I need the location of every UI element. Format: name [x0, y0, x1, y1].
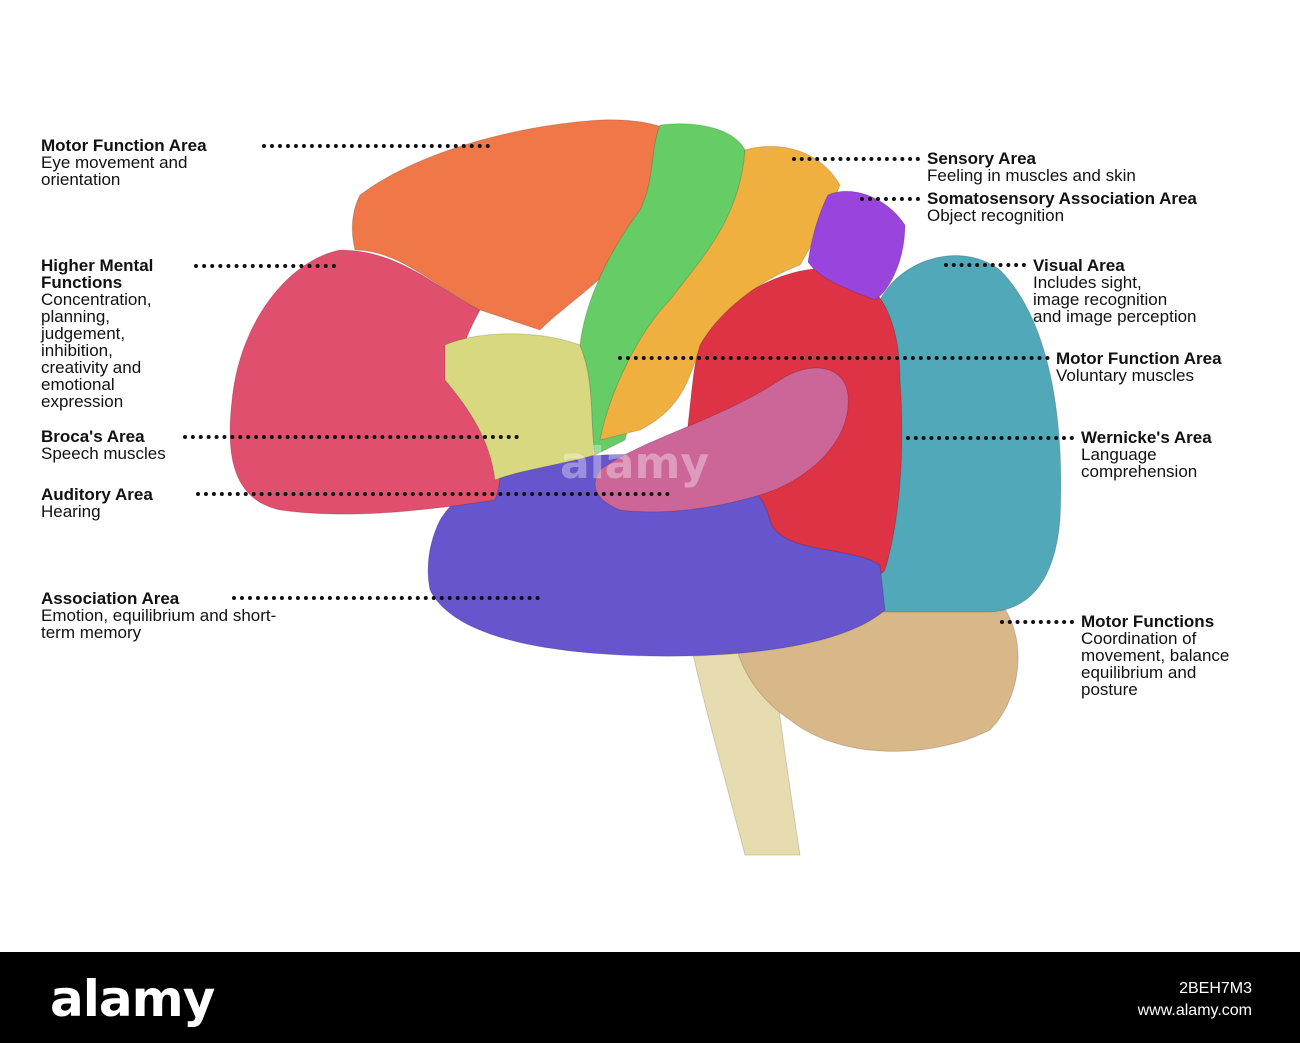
- footer-image-id: 2BEH7M3: [1179, 980, 1252, 997]
- label-higher-mental-desc-7: expression: [41, 392, 124, 411]
- label-wernicke-desc-1: Language: [1081, 445, 1157, 464]
- label-motor-functions-desc-2: movement, balance: [1081, 646, 1230, 665]
- label-association-desc-1: Emotion, equilibrium and short-: [41, 606, 277, 625]
- label-motor-functions-desc-1: Coordination of: [1081, 629, 1197, 648]
- leader-association: [232, 596, 540, 600]
- leader-visual: [944, 263, 1026, 267]
- leader-wernicke: [906, 436, 1074, 440]
- label-visual: Visual Area Includes sight, image recogn…: [1033, 257, 1197, 325]
- label-higher-mental-desc-1: Concentration,: [41, 290, 152, 309]
- label-association-desc-2: term memory: [41, 623, 142, 642]
- leader-auditory: [196, 492, 670, 496]
- label-motor-voluntary: Motor Function Area Voluntary muscles: [1056, 350, 1222, 384]
- label-motor-functions-desc-3: equilibrium and: [1081, 663, 1197, 682]
- label-motor-eye: Motor Function Area Eye movement and ori…: [41, 137, 207, 188]
- label-motor-functions: Motor Functions Coordination of movement…: [1081, 613, 1229, 698]
- footer-url: www.alamy.com: [1137, 1002, 1252, 1019]
- label-motor-voluntary-desc-1: Voluntary muscles: [1056, 366, 1194, 385]
- leader-motor-functions: [1000, 620, 1074, 624]
- label-visual-desc-1: Includes sight,: [1033, 273, 1142, 292]
- label-motor-eye-desc-1: Eye movement and: [41, 153, 188, 172]
- label-wernicke: Wernicke's Area Language comprehension: [1081, 429, 1212, 480]
- label-broca-title: Broca's Area: [41, 427, 145, 446]
- label-higher-mental-desc-3: judgement,: [41, 324, 126, 343]
- label-somatosensory: Somatosensory Association Area Object re…: [927, 190, 1197, 224]
- label-visual-desc-2: image recognition: [1033, 290, 1168, 309]
- insula-region: [594, 367, 849, 513]
- brain-diagram: alamy Motor Function Area Eye movement a…: [41, 119, 1229, 856]
- label-broca-desc-1: Speech muscles: [41, 444, 166, 463]
- label-higher-mental-desc-6: emotional: [41, 375, 115, 394]
- label-motor-eye-desc-2: orientation: [41, 170, 121, 189]
- somatosensory-region: [807, 190, 906, 301]
- label-broca: Broca's Area Speech muscles: [41, 428, 166, 462]
- label-motor-functions-title: Motor Functions: [1081, 612, 1215, 631]
- label-higher-mental-title-1: Higher Mental: [41, 256, 154, 275]
- label-somatosensory-desc-1: Object recognition: [927, 206, 1065, 225]
- primary-sensory-region: [599, 145, 841, 441]
- label-visual-desc-3: and image perception: [1033, 307, 1197, 326]
- footer-logo: alamy: [50, 970, 215, 1028]
- label-higher-mental-desc-5: creativity and: [41, 358, 142, 377]
- label-higher-mental-desc-2: planning,: [41, 307, 111, 326]
- leader-sensory: [792, 157, 920, 161]
- label-motor-functions-desc-4: posture: [1081, 680, 1138, 699]
- leader-broca: [183, 435, 519, 439]
- label-higher-mental: Higher Mental Functions Concentration, p…: [41, 257, 153, 410]
- label-motor-voluntary-title: Motor Function Area: [1056, 349, 1222, 368]
- leader-motor-eye: [262, 144, 490, 148]
- label-higher-mental-desc-4: inhibition,: [41, 341, 113, 360]
- brain-illustration: [229, 119, 1062, 856]
- label-higher-mental-title-2: Functions: [41, 273, 123, 292]
- label-association-title: Association Area: [41, 589, 180, 608]
- footer-bar: alamy 2BEH7M3 www.alamy.com: [0, 952, 1300, 1043]
- label-association: Association Area Emotion, equilibrium an…: [41, 590, 276, 641]
- label-sensory-title: Sensory Area: [927, 149, 1036, 168]
- label-motor-eye-title: Motor Function Area: [41, 136, 207, 155]
- leader-somatosensory: [860, 197, 920, 201]
- leader-motor-voluntary: [618, 356, 1050, 360]
- label-sensory: Sensory Area Feeling in muscles and skin: [927, 150, 1136, 184]
- leader-higher-mental: [194, 264, 336, 268]
- label-wernicke-title: Wernicke's Area: [1081, 428, 1212, 447]
- label-sensory-desc-1: Feeling in muscles and skin: [927, 166, 1136, 185]
- label-somatosensory-title: Somatosensory Association Area: [927, 189, 1197, 208]
- label-visual-title: Visual Area: [1033, 256, 1125, 275]
- watermark: alamy: [560, 438, 709, 489]
- label-auditory-title: Auditory Area: [41, 485, 153, 504]
- label-auditory: Auditory Area Hearing: [41, 486, 153, 520]
- label-auditory-desc-1: Hearing: [41, 502, 101, 521]
- label-wernicke-desc-2: comprehension: [1081, 462, 1198, 481]
